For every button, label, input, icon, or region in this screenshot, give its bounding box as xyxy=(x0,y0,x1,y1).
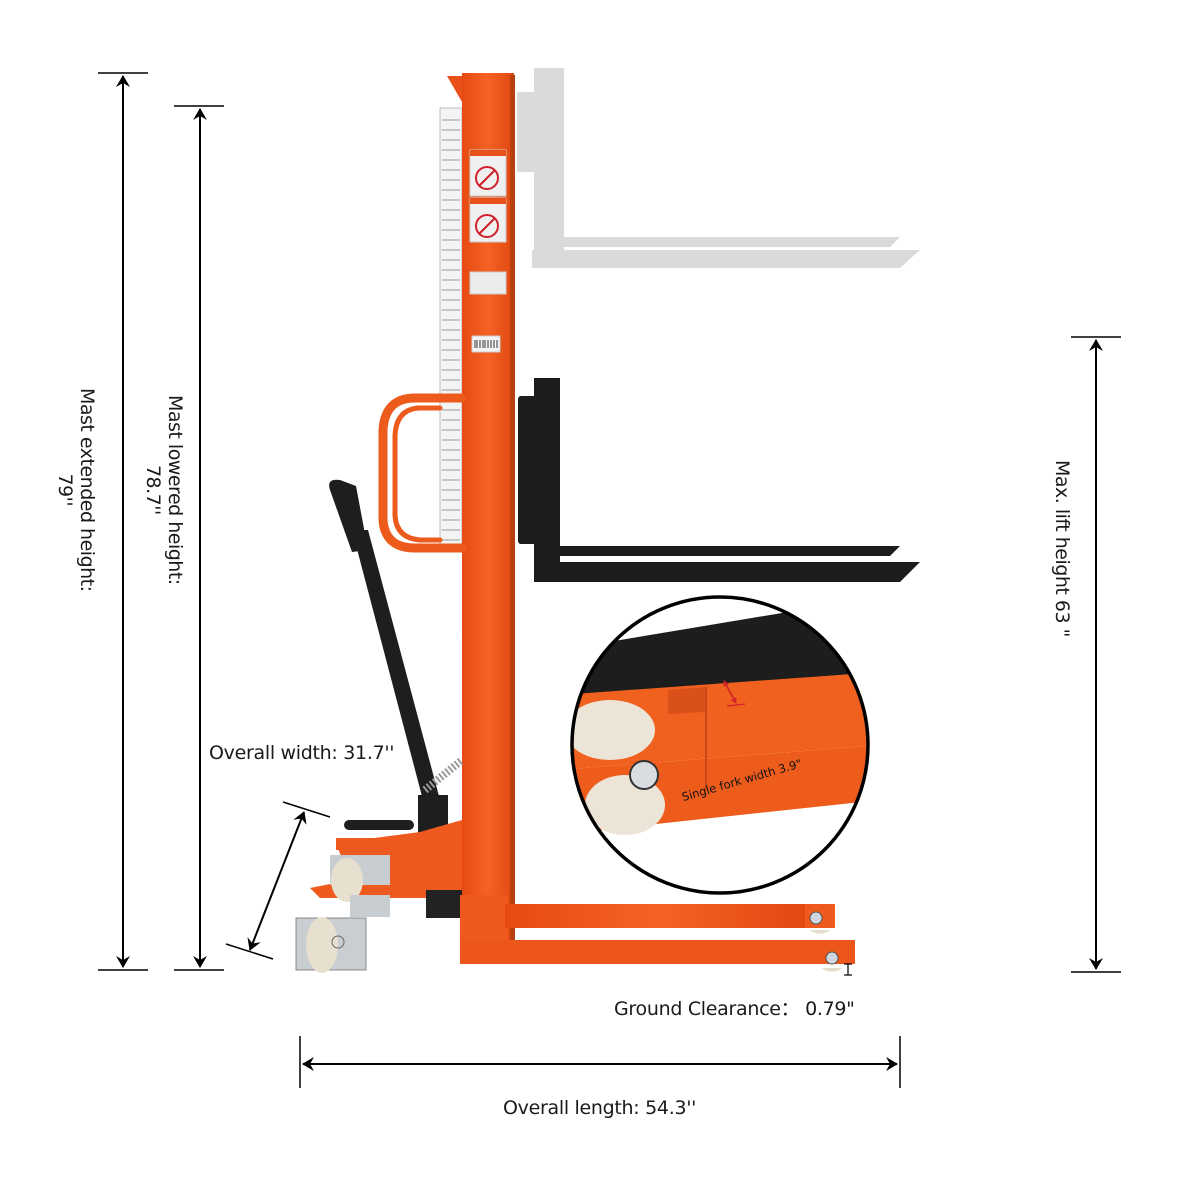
caster-wheels xyxy=(295,855,390,973)
mast-lowered-height-label: Mast lowered height: 78.7'' xyxy=(142,395,186,585)
mast-extended-dimension-line xyxy=(98,72,148,971)
fork-width-inset xyxy=(570,595,870,895)
raised-forks-ghost xyxy=(517,68,920,268)
mast-lowered-height-title: Mast lowered height: xyxy=(164,395,186,585)
mast-extended-height-title: Mast extended height: xyxy=(76,388,98,592)
mast-lowered-dimension-line xyxy=(174,105,224,971)
max-lift-dimension-line xyxy=(1071,336,1121,973)
overall-width-label: Overall width: 31.7'' xyxy=(209,742,395,764)
overall-length-dimension-line xyxy=(299,1036,901,1088)
mast-extended-height-label: Mast extended height: 79'' xyxy=(54,388,98,592)
max-lift-height-text: Max. lift height 63 " xyxy=(1051,460,1073,637)
lowered-forks xyxy=(518,378,920,582)
push-handle xyxy=(378,393,467,553)
chain-guard xyxy=(439,107,463,549)
max-lift-height-label: Max. lift height 63 " xyxy=(1051,460,1073,637)
mast xyxy=(447,73,515,955)
overall-length-label: Overall length: 54.3'' xyxy=(503,1097,697,1119)
mast-extended-height-value: 79'' xyxy=(54,473,76,507)
pump-lever xyxy=(329,479,465,833)
mast-lowered-height-value: 78.7'' xyxy=(142,464,164,515)
overall-width-dimension-line xyxy=(225,801,331,960)
ground-clearance-label: Ground Clearance： 0.79" xyxy=(614,998,855,1020)
